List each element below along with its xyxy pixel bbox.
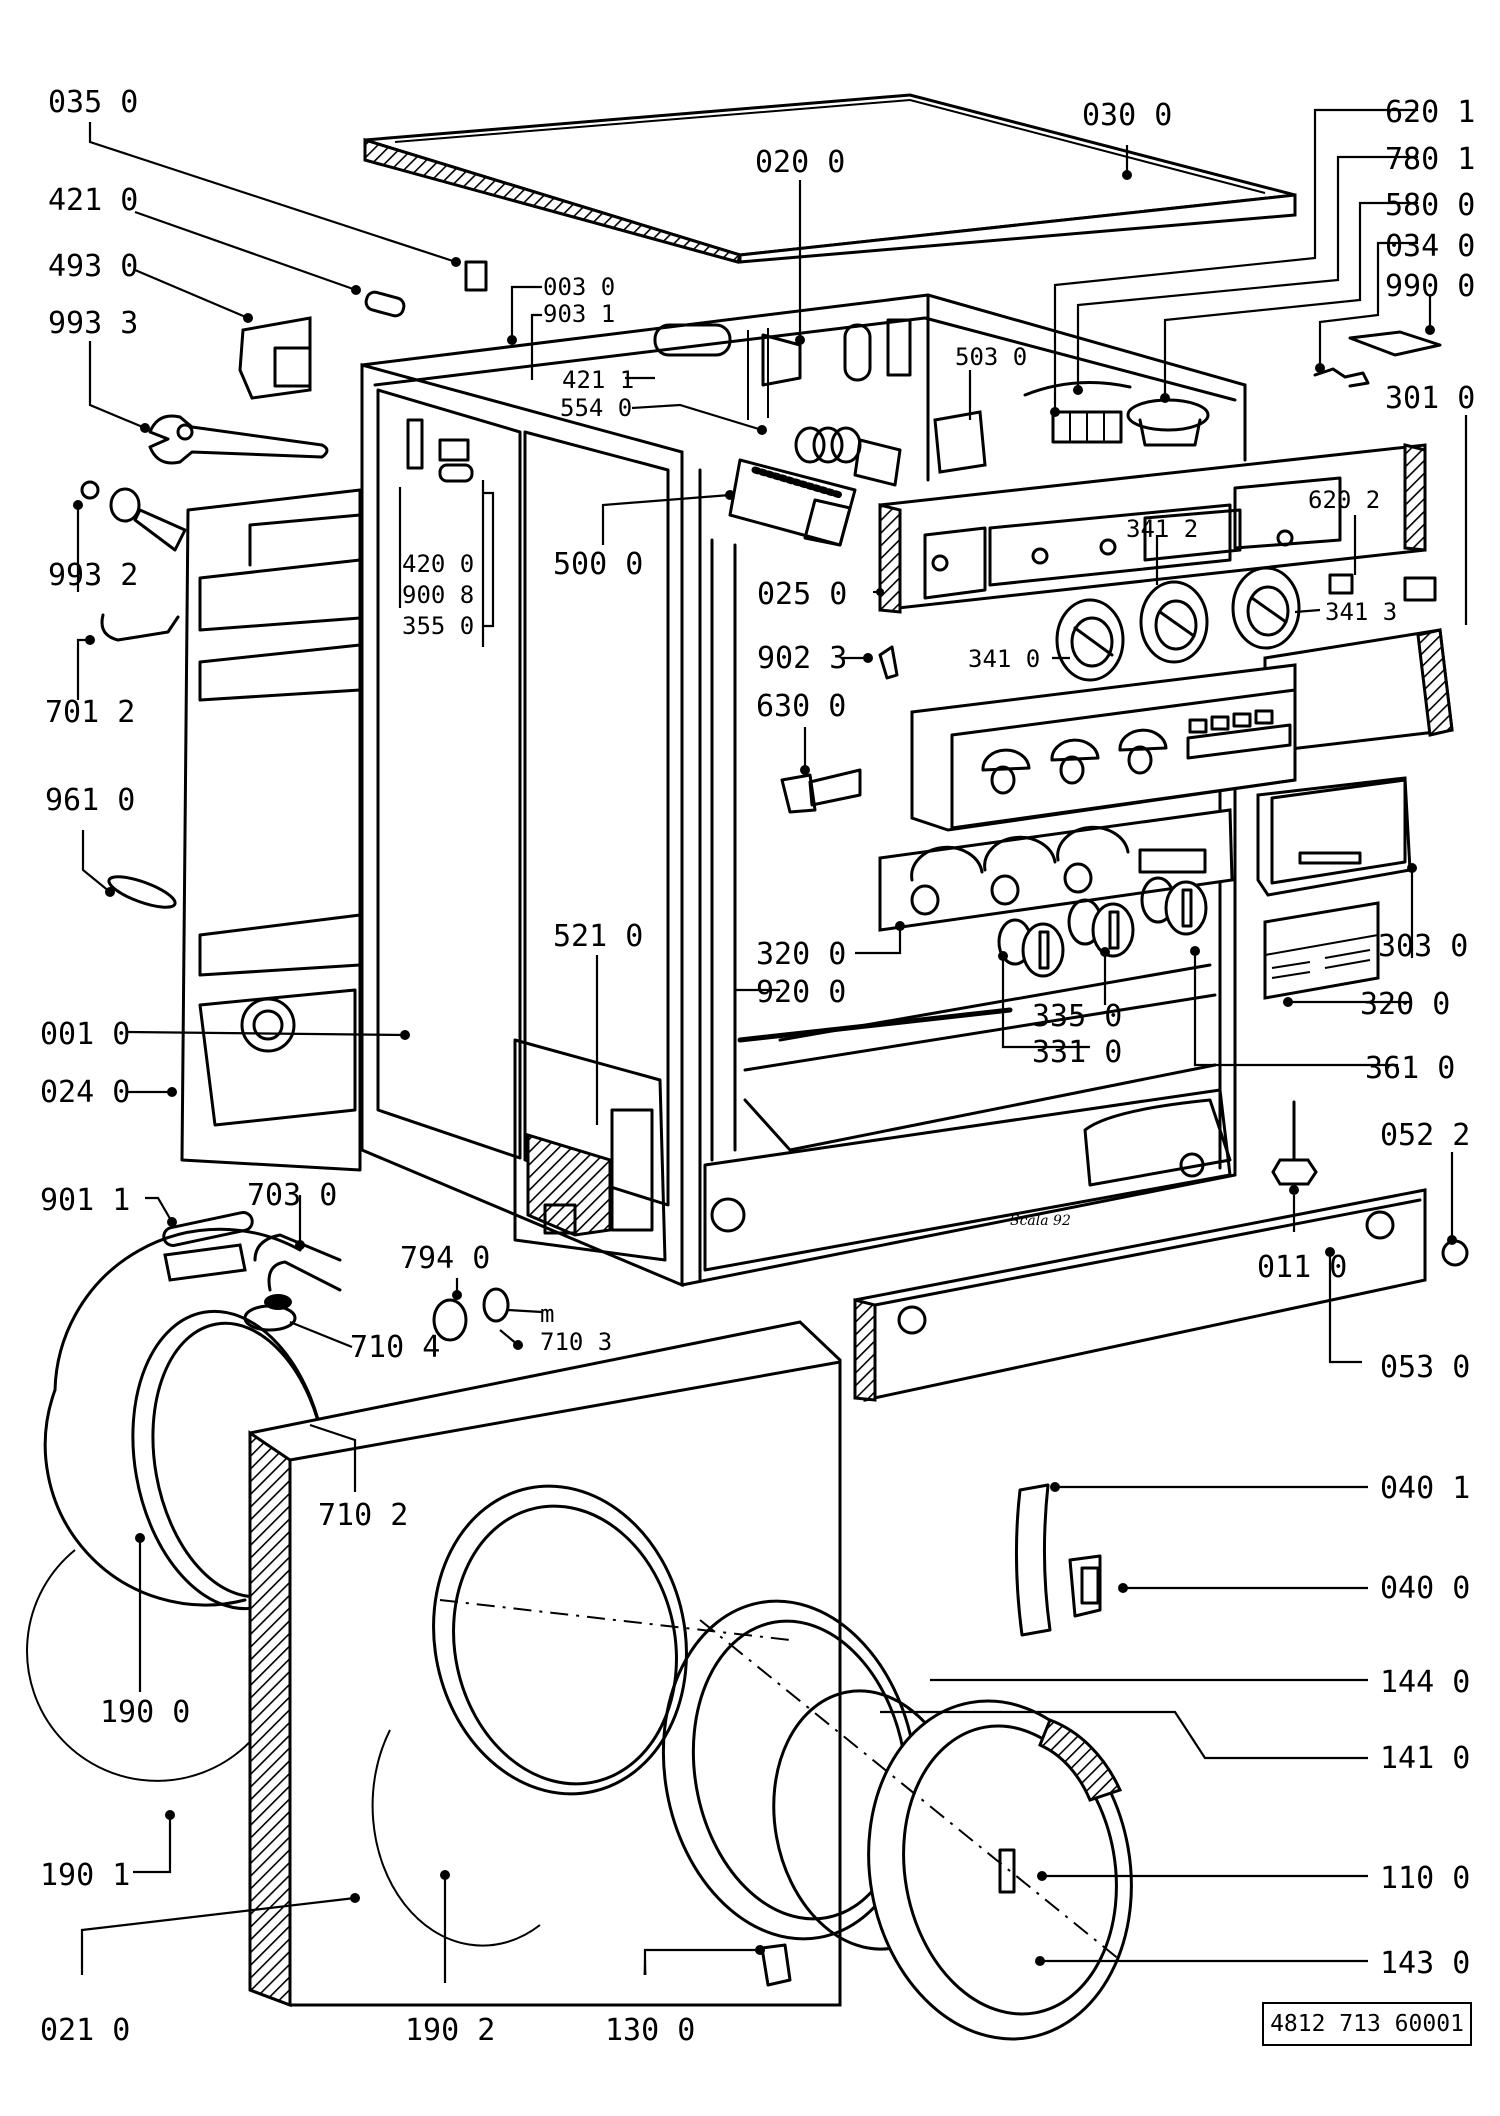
label-003-0: 003 0 (543, 273, 615, 301)
label-020-0: 020 0 (755, 145, 845, 180)
label-420-0: 420 0 (402, 550, 474, 578)
label-341-2: 341 2 (1126, 515, 1198, 543)
label-630-0: 630 0 (756, 689, 846, 724)
label-190-0: 190 0 (100, 1695, 190, 1730)
label-320-0-plate: 320 0 (1360, 987, 1450, 1022)
label-341-3: 341 3 (1325, 598, 1397, 626)
label-110-0: 110 0 (1380, 1861, 1470, 1896)
label-025-0: 025 0 (757, 577, 847, 612)
label-320-0-panel: 320 0 (756, 937, 846, 972)
model-marking: Scala 92 (1010, 1213, 1071, 1229)
document-number: 4812 713 60001 (1262, 2002, 1472, 2046)
label-961-0: 961 0 (45, 783, 135, 818)
label-361-0: 361 0 (1365, 1051, 1455, 1086)
dial-341-3 (1231, 566, 1301, 650)
label-701-2: 701 2 (45, 695, 135, 730)
dial-341-2 (1139, 580, 1209, 664)
label-034-0: 034 0 (1385, 229, 1475, 264)
label-710-3: 710 3 (540, 1328, 612, 1356)
label-580-0: 580 0 (1385, 188, 1475, 223)
label-m: m (540, 1300, 554, 1328)
label-190-1: 190 1 (40, 1858, 130, 1893)
label-521-0: 521 0 (553, 919, 643, 954)
label-993-3: 993 3 (48, 306, 138, 341)
label-301-0: 301 0 (1385, 381, 1475, 416)
label-355-0: 355 0 (402, 612, 474, 640)
cabinet-frame: Scala 92 (360, 293, 1247, 1288)
label-011-0: 011 0 (1257, 1250, 1347, 1285)
label-035-0: 035 0 (48, 85, 138, 120)
label-303-0: 303 0 (1378, 929, 1468, 964)
leader-dots (73, 170, 1457, 1966)
label-903-1: 903 1 (543, 300, 615, 328)
label-190-2: 190 2 (405, 2013, 495, 2048)
rear-panel (180, 488, 362, 1172)
label-901-1: 901 1 (40, 1183, 130, 1218)
label-503-0: 503 0 (955, 343, 1027, 371)
label-902-3: 902 3 (757, 641, 847, 676)
facia-knob-windows (981, 728, 1168, 795)
control-panel-assembly (878, 443, 1454, 1000)
label-001-0: 001 0 (40, 1017, 130, 1052)
label-024-0: 024 0 (40, 1075, 130, 1110)
label-794-0: 794 0 (400, 1241, 490, 1276)
label-141-0: 141 0 (1380, 1741, 1470, 1776)
label-900-8: 900 8 (402, 581, 474, 609)
label-620-2: 620 2 (1308, 486, 1380, 514)
knob-331-0 (997, 918, 1065, 978)
label-710-2: 710 2 (318, 1498, 408, 1533)
label-703-0: 703 0 (247, 1178, 337, 1213)
label-143-0: 143 0 (1380, 1946, 1470, 1981)
plinth-panel (853, 1188, 1427, 1402)
leader-lines (76, 108, 1468, 1983)
label-920-0: 920 0 (756, 975, 846, 1010)
label-331-0: 331 0 (1032, 1035, 1122, 1070)
label-030-0: 030 0 (1082, 98, 1172, 133)
label-040-1: 040 1 (1380, 1471, 1470, 1506)
internal-components (80, 260, 1469, 1267)
label-500-0: 500 0 (553, 547, 643, 582)
label-780-1: 780 1 (1385, 142, 1475, 177)
door-assembly (661, 1483, 1133, 2041)
label-993-2: 993 2 (48, 558, 138, 593)
label-130-0: 130 0 (605, 2013, 695, 2048)
label-421-0: 421 0 (48, 183, 138, 218)
part-labels: 035 0 421 0 493 0 993 3 993 2 701 2 961 … (40, 85, 1475, 2048)
label-144-0: 144 0 (1380, 1665, 1470, 1700)
label-421-1: 421 1 (562, 366, 634, 394)
label-710-4: 710 4 (350, 1330, 440, 1365)
label-554-0: 554 0 (560, 394, 632, 422)
label-021-0: 021 0 (40, 2013, 130, 2048)
label-620-1: 620 1 (1385, 95, 1475, 130)
knob-361-0 (1140, 876, 1208, 936)
label-053-0: 053 0 (1380, 1350, 1470, 1385)
label-990-0: 990 0 (1385, 269, 1475, 304)
label-040-0: 040 0 (1380, 1571, 1470, 1606)
dial-341-0 (1055, 598, 1125, 682)
label-341-0: 341 0 (968, 645, 1040, 673)
label-493-0: 493 0 (48, 249, 138, 284)
top-cover (363, 93, 1297, 264)
label-052-2: 052 2 (1380, 1118, 1470, 1153)
knob-335-0 (1067, 898, 1135, 958)
label-335-0: 335 0 (1032, 999, 1122, 1034)
front-panel (248, 1320, 842, 2008)
